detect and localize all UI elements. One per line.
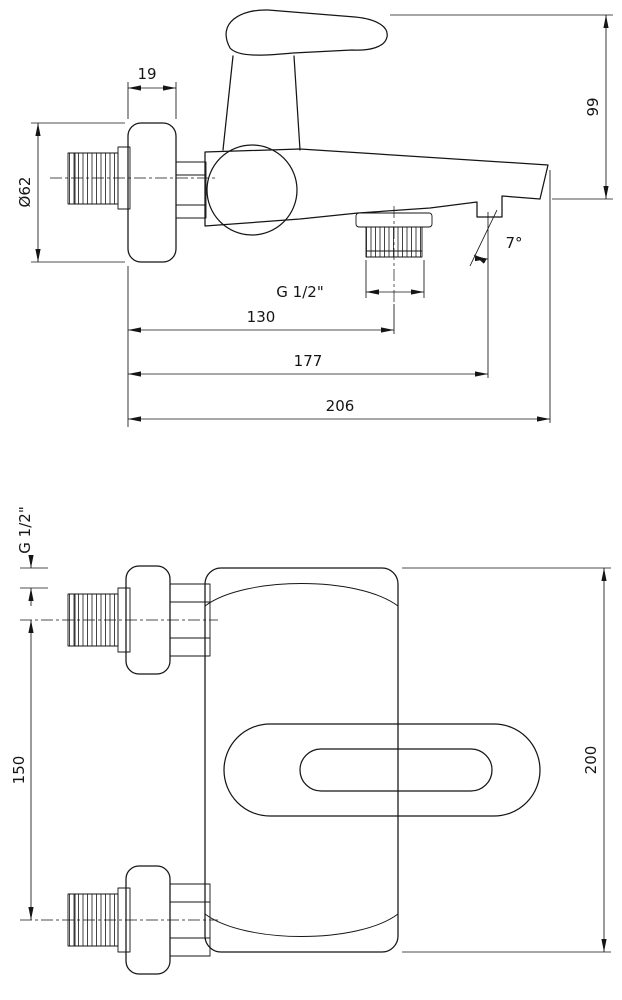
body-outline [204,148,549,227]
side-faucet-body [204,9,549,236]
dim-19: 19 [127,65,177,119]
dim-130: 130 [127,266,395,427]
dim-99-label: 99 [584,97,602,116]
lever-outline [223,723,541,817]
side-wall-connection [67,122,207,263]
dim-diameter-label: Ø62 [16,177,34,208]
dim-inlet-thread-label: G 1/2" [16,506,34,553]
side-bottom-outlet [355,212,433,258]
dim-diameter-62: Ø62 [16,122,125,263]
front-dimensions: G 1/2" 150 200 [10,506,611,953]
dim-spout-angle: 7° [469,209,523,267]
front-lever [223,723,541,817]
front-faucet-body [204,567,399,953]
side-dimensions: 19 Ø62 99 G 1/2" [16,14,613,427]
front-view: G 1/2" 150 200 [10,506,611,975]
side-view: 19 Ø62 99 G 1/2" [16,9,613,427]
dim-206: 206 [128,170,551,423]
lever-slot [299,748,493,792]
dim-outlet-thread-label: G 1/2" [276,283,323,301]
dim-outlet-thread: G 1/2" [276,260,425,301]
dim-177: 177 [128,212,489,378]
dim-99: 99 [390,14,613,200]
dim-177-label: 177 [294,352,323,370]
dim-inlet-thread: G 1/2" [16,506,48,606]
dim-150: 150 [10,620,34,920]
dim-200: 200 [402,567,611,953]
front-wall-connection-bottom [67,865,211,975]
dim-200-label: 200 [582,746,600,775]
dim-angle-label: 7° [505,234,522,252]
handle-lever [225,9,388,56]
dim-130-label: 130 [247,308,276,326]
front-wall-connection-top [67,565,211,675]
dim-150-label: 150 [10,756,28,785]
dim-206-label: 206 [326,397,355,415]
dim-19-label: 19 [137,65,156,83]
cartridge-circle [206,144,298,236]
